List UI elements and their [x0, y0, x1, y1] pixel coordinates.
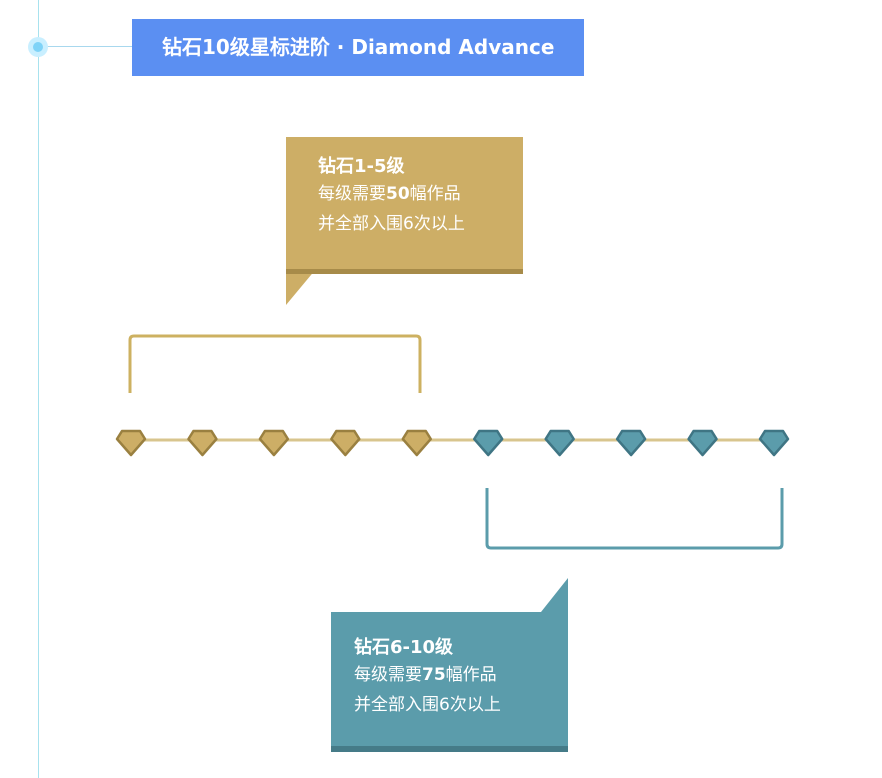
teal-callout: 钻石6-10级 每级需要75幅作品 并全部入围6次以上: [331, 612, 568, 746]
teal-callout-requirement: 每级需要75幅作品: [354, 660, 568, 690]
gold-range-bracket: [128, 334, 422, 393]
teal-req-prefix: 每级需要: [354, 665, 422, 685]
gold-callout-title: 钻石1-5级: [318, 156, 405, 177]
timeline-node-dot: [33, 42, 43, 52]
diamond-icon-level-7: [544, 429, 575, 457]
gold-callout-tail: [286, 269, 316, 305]
timeline-vertical-line: [38, 0, 39, 778]
gold-callout-condition: 并全部入围6次以上: [318, 214, 465, 234]
teal-req-number: 75: [422, 665, 446, 685]
gold-req-number: 50: [386, 184, 410, 204]
teal-callout-title: 钻石6-10级: [354, 637, 454, 658]
gold-callout: 钻石1-5级 每级需要50幅作品 并全部入围6次以上: [286, 137, 523, 269]
title-connector-line: [38, 46, 132, 47]
title-text: 钻石10级星标进阶 · Diamond Advance: [162, 35, 555, 59]
gold-req-prefix: 每级需要: [318, 184, 386, 204]
gold-callout-requirement: 每级需要50幅作品: [318, 179, 523, 209]
diamond-icon-level-4: [330, 429, 361, 457]
diamond-icon-level-2: [187, 429, 218, 457]
teal-callout-tail: [541, 578, 568, 612]
teal-range-bracket: [485, 488, 784, 550]
gold-req-suffix: 幅作品: [409, 184, 461, 204]
teal-callout-shadow: [331, 746, 568, 752]
diamond-icon-level-8: [615, 429, 647, 457]
teal-req-suffix: 幅作品: [445, 665, 497, 685]
diamond-icon-level-3: [258, 429, 290, 457]
diamond-icon-level-10: [758, 429, 790, 457]
diamond-icon-level-6: [472, 429, 504, 457]
diamond-icon-level-9: [687, 429, 718, 457]
teal-callout-condition: 并全部入围6次以上: [354, 695, 501, 715]
diamond-icon-level-5: [401, 429, 433, 457]
title-banner: 钻石10级星标进阶 · Diamond Advance: [132, 19, 584, 76]
gold-callout-shadow: [286, 269, 523, 274]
diamond-icon-level-1: [115, 429, 147, 457]
diamond-row: [115, 429, 790, 457]
